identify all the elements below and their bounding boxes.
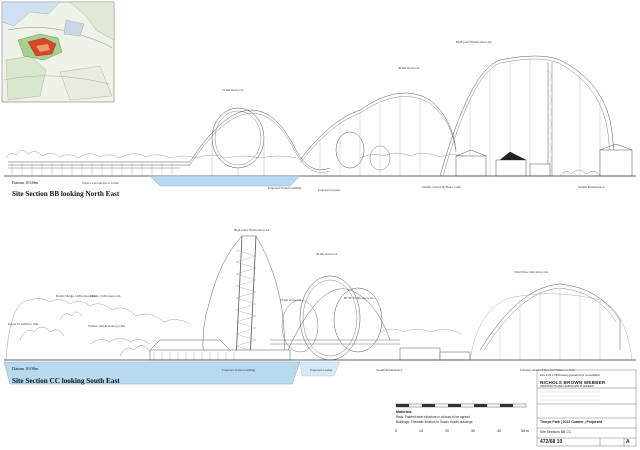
title-block-revision: A bbox=[626, 439, 630, 445]
title-block-drawing-no: 472/68 10 bbox=[540, 439, 563, 445]
scale-tick-30: 30 bbox=[471, 429, 475, 433]
materials-line-1: Rails: Painted steel structure in colour… bbox=[396, 415, 470, 419]
materials-heading: Materials bbox=[396, 410, 412, 414]
title-block-rev-note: Rev A 15.1.08 Drawing prepared for consu… bbox=[540, 373, 601, 377]
bb-label-station: Proposed Station building bbox=[268, 186, 302, 190]
bb-datum: Datum 10.00m bbox=[12, 180, 39, 185]
bb-label-peak-2: 30.6m above GL bbox=[398, 66, 420, 70]
scale-tick-10: 10 bbox=[419, 429, 423, 433]
location-plan bbox=[1, 1, 115, 103]
cc-label-high-point: High point 39.6m above GL bbox=[234, 228, 271, 232]
bb-label-high-point: High point 39.6m above GL bbox=[456, 40, 493, 44]
cc-label-depth-charge: Depth Charge 14.8m above GL bbox=[56, 294, 97, 298]
section-bb-drawing bbox=[4, 55, 636, 187]
bb-label-water: Water Level shown at 12.0m bbox=[82, 181, 119, 185]
title-block-company: NICHOLS BROWN WEBBER bbox=[540, 380, 606, 385]
bb-label-control: Stealth Control & Photo Cashi bbox=[422, 185, 461, 189]
cc-section-title: Site Section CC looking South East bbox=[12, 377, 120, 385]
cc-label-inversion: 27.6m above GL bbox=[280, 298, 302, 302]
section-cc-drawing bbox=[3, 235, 636, 385]
cc-label-tidal-wave: Tidal Wave 32m above GL bbox=[514, 270, 549, 274]
title-block-company-sub: ARCHITECTS AND LANDSCAPE PLANNERS bbox=[540, 385, 594, 388]
scale-bar bbox=[395, 403, 527, 408]
cc-label-drums: Drums 13.8m above GL bbox=[90, 294, 121, 298]
cc-label-peak-b: 30.6m above GL bbox=[316, 252, 338, 256]
title-block-frame bbox=[536, 369, 637, 447]
bb-section-title: Site Section BB looking North East bbox=[12, 190, 120, 198]
bb-label-maintenance: Stealth Maintenance bbox=[578, 185, 605, 189]
bb-label-coaster: Proposed Coaster bbox=[318, 188, 341, 192]
scale-tick-20: 20 bbox=[445, 429, 449, 433]
materials-line-2: Buildings: Thematic finishes to Studio S… bbox=[396, 420, 473, 424]
cc-label-mid: BCSE 35.6m above GL bbox=[344, 296, 375, 300]
cc-label-existing: Existing extent of Pine and Willow to 15… bbox=[520, 368, 575, 372]
cc-label-willow: Willow, Ash & Alder to 19m bbox=[88, 324, 125, 328]
scale-tick-0: 0 bbox=[395, 429, 397, 433]
scale-tick-40: 40 bbox=[497, 429, 501, 433]
bb-label-peak-1: 22.6m above GL bbox=[222, 88, 244, 92]
cc-label-station: Proposed Station building bbox=[222, 368, 256, 372]
cc-label-coaster: Proposed Coaster bbox=[310, 368, 333, 372]
title-block-project: Thorpe Park | 2012 Coaster | Proposed bbox=[540, 420, 603, 424]
cc-label-maintenance: Stealth Maintenance bbox=[376, 368, 403, 372]
cc-datum: Datum 10.00m bbox=[12, 366, 39, 371]
scale-tick-50: 50 m bbox=[521, 429, 529, 433]
title-block-drawing-title: Site Sections BB CC bbox=[540, 430, 572, 434]
cc-label-poplar: Poplar ht 14.8m to 19m bbox=[8, 322, 39, 326]
